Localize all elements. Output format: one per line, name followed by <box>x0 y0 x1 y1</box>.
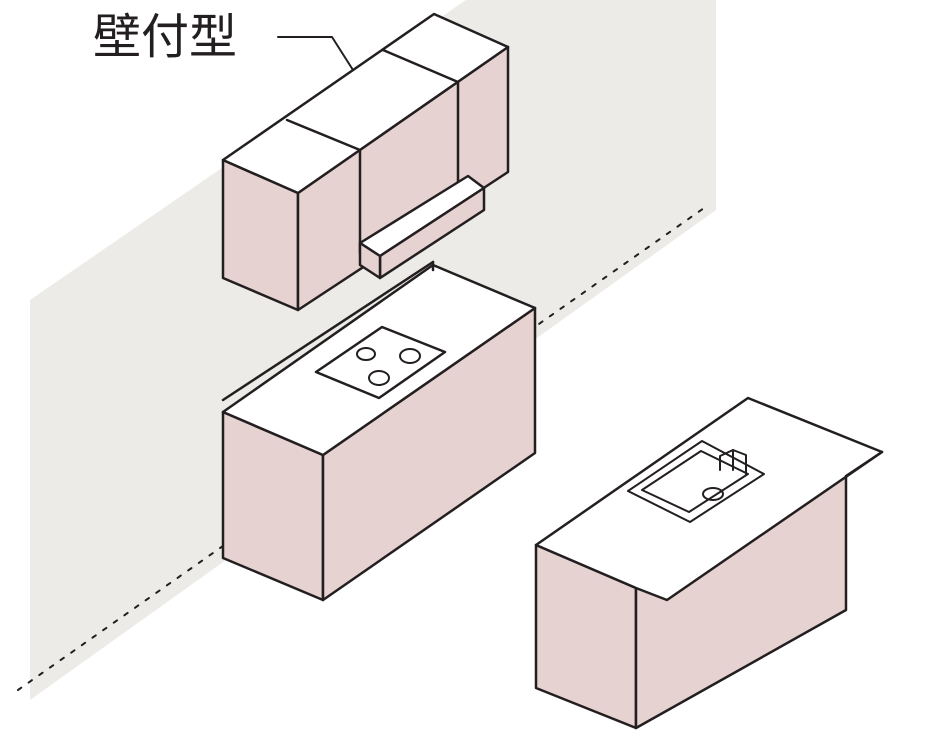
upper-top-divider-2 <box>381 48 460 84</box>
sink-basin <box>641 450 749 513</box>
cooktop-plate <box>314 325 447 400</box>
island-cabinet <box>534 396 884 730</box>
burner-front <box>368 370 390 386</box>
label-leader-line <box>277 36 354 71</box>
burner-left <box>356 347 376 361</box>
range-hood-left <box>358 241 382 280</box>
upper-wall-cabinet <box>221 12 510 312</box>
burner-right <box>399 348 421 364</box>
backsplash-edge <box>221 260 435 402</box>
sink-drain <box>702 487 724 501</box>
sink-rim <box>627 440 765 523</box>
label-wall-type: 壁付型 <box>93 9 237 65</box>
cooktop <box>314 325 447 400</box>
upper-top-divider-1 <box>285 118 362 152</box>
island-counter-overhang-edge <box>844 450 884 478</box>
upper-cabinet-top <box>221 12 510 195</box>
sink <box>627 440 765 523</box>
range-hood <box>358 174 486 280</box>
